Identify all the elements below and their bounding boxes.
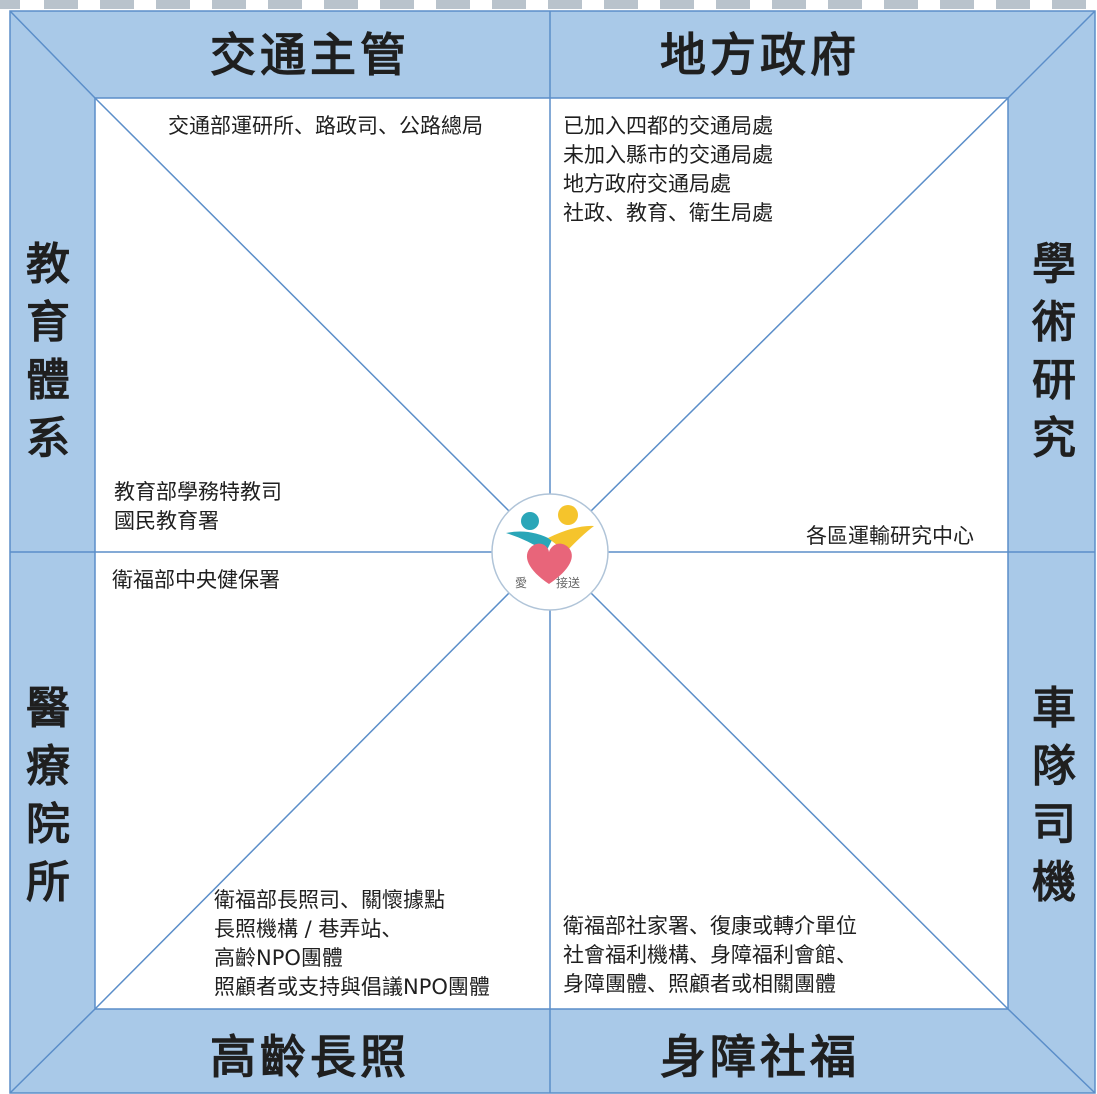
logo — [491, 493, 609, 611]
note-line: 社會福利機構、身障福利會館、 — [563, 943, 857, 967]
note-line: 國民教育署 — [114, 509, 219, 533]
note-line: 地方政府交通局處 — [563, 172, 731, 196]
note-line: 衛福部長照司、關懷據點 — [214, 888, 445, 912]
logo-heart — [526, 543, 572, 584]
title-disability: 身障社福 — [660, 1030, 860, 1084]
note-research: 各區運輸研究中心 — [806, 522, 974, 551]
title-education: 教育體系 — [26, 239, 70, 464]
note-line: 照顧者或支持與倡議NPO團體 — [214, 975, 490, 999]
note-line: 教育部學務特教司 — [114, 480, 282, 504]
note-line: 社政、教育、衛生局處 — [563, 201, 773, 225]
note-line: 長照機構 / 巷弄站、 — [214, 917, 403, 941]
title-elderly: 高齡長照 — [210, 1030, 410, 1084]
note-line: 已加入四都的交通局處 — [563, 114, 773, 138]
note-transport: 交通部運研所、路政司、公路總局 — [168, 112, 483, 141]
note-local-gov: 已加入四都的交通局處 未加入縣市的交通局處 地方政府交通局處 社政、教育、衛生局… — [563, 112, 773, 228]
interior-lines — [94, 97, 1009, 1010]
title-transport: 交通主管 — [210, 28, 410, 82]
title-research: 學術研究 — [1032, 239, 1076, 464]
note-line: 未加入縣市的交通局處 — [563, 143, 773, 167]
logo-text-love: 愛 — [515, 576, 528, 590]
note-disability: 衛福部社家署、復康或轉介單位 社會福利機構、身障福利會館、 身障團體、照顧者或相… — [563, 912, 857, 999]
note-line: 衛福部中央健保署 — [112, 568, 280, 592]
note-line: 身障團體、照顧者或相關團體 — [563, 972, 836, 996]
corner-lines — [9, 10, 1096, 1094]
logo-yellow-head — [558, 505, 578, 525]
title-local-gov: 地方政府 — [660, 28, 860, 82]
logo-text-pickup: 接送 — [556, 576, 581, 590]
note-line: 交通部運研所、路政司、公路總局 — [168, 114, 483, 138]
note-line: 高齡NPO團體 — [214, 946, 343, 970]
note-education: 教育部學務特教司 國民教育署 — [114, 478, 282, 536]
title-fleet: 車隊司機 — [1032, 683, 1076, 908]
note-line: 各區運輸研究中心 — [806, 524, 974, 548]
note-elderly: 衛福部長照司、關懷據點 長照機構 / 巷弄站、 高齡NPO團體 照顧者或支持與倡… — [214, 886, 490, 1002]
note-line: 衛福部社家署、復康或轉介單位 — [563, 914, 857, 938]
title-medical: 醫療院所 — [26, 683, 70, 908]
note-medical: 衛福部中央健保署 — [112, 566, 280, 595]
logo-teal-head — [521, 512, 539, 530]
